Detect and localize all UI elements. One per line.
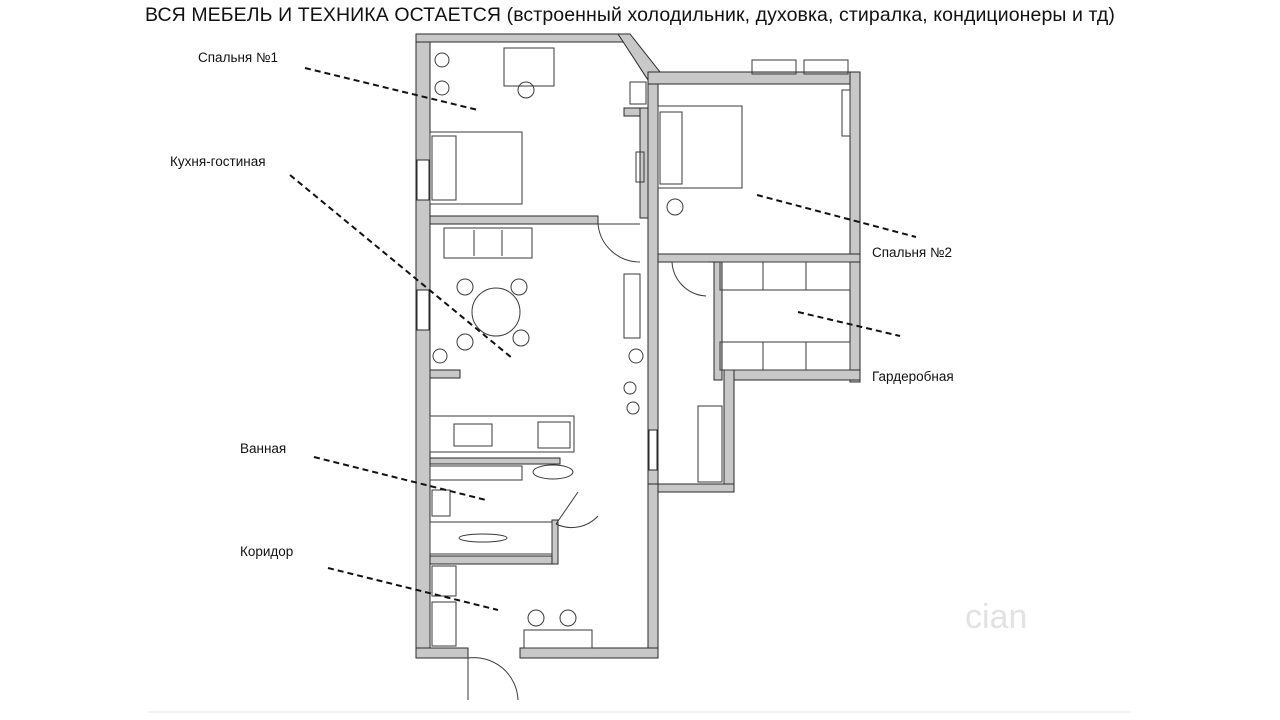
label-corridor: Коридор	[240, 544, 294, 559]
chair-icon	[456, 333, 474, 351]
tv-unit	[623, 273, 641, 339]
watermark: cian	[965, 598, 1027, 636]
washbasin-icon	[532, 464, 574, 480]
bath-shelf	[429, 465, 523, 481]
desk-bedroom-1	[503, 47, 555, 87]
plant-icon	[434, 80, 450, 96]
tv-bedroom-2	[841, 89, 851, 137]
label-kitchen-living: Кухня-гостиная	[170, 154, 266, 169]
wardrobe-corridor	[431, 601, 457, 647]
doors	[467, 223, 708, 701]
stool-icon	[527, 609, 545, 627]
windows	[416, 159, 658, 471]
wardrobe-shelves-bottom	[719, 341, 851, 371]
sink-icon	[453, 423, 493, 447]
walls	[415, 33, 861, 659]
cabinet-bedroom-1	[629, 81, 647, 105]
leader-bedroom-1	[304, 67, 479, 111]
chair-icon	[456, 278, 474, 296]
dining-table	[471, 287, 521, 337]
chair-bedroom-2	[666, 198, 684, 216]
chair-icon	[510, 278, 528, 296]
ac-unit-icon	[751, 59, 797, 75]
svg-text:cian: cian	[965, 598, 1027, 636]
plant-icon	[434, 52, 450, 68]
bathtub-drain	[458, 533, 508, 543]
ac-unit-icon	[803, 59, 849, 75]
door-wardrobe	[671, 261, 708, 297]
toilet-icon	[431, 489, 451, 517]
chair-icon	[512, 329, 530, 347]
label-bathroom: Ванная	[240, 441, 287, 456]
sofa	[443, 227, 533, 259]
stool-icon	[559, 609, 577, 627]
leader-lines	[289, 67, 917, 611]
door-bathroom	[555, 491, 599, 528]
label-bedroom-2: Спальня №2	[872, 245, 952, 260]
plant-icon	[628, 348, 644, 364]
bed-bedroom-2	[657, 105, 743, 189]
bed-bedroom-1	[429, 131, 523, 205]
furniture	[429, 47, 851, 649]
leader-bedroom-2	[756, 194, 917, 238]
plant-icon	[432, 348, 448, 364]
leader-kitchen-living	[289, 174, 513, 359]
chair-bedroom-1	[517, 81, 535, 99]
tv-bedroom-1	[635, 151, 645, 183]
wardrobe-shelves-top	[719, 261, 851, 291]
label-bedroom-1: Спальня №1	[198, 50, 278, 65]
label-wardrobe: Гардеробная	[872, 369, 954, 384]
leader-wardrobe	[797, 311, 901, 337]
bathtub	[429, 521, 553, 555]
door-kitchen	[597, 223, 641, 263]
stove-icon	[537, 421, 571, 449]
corridor-cabinet	[697, 405, 723, 483]
shoe-cabinet	[431, 565, 457, 597]
bench	[523, 629, 593, 649]
entry-door	[467, 657, 519, 701]
leader-corridor	[327, 567, 499, 611]
kitchen-counter	[429, 415, 575, 453]
page-title: ВСЯ МЕБЕЛЬ И ТЕХНИКА ОСТАЕТСЯ (встроенны…	[144, 4, 1115, 26]
